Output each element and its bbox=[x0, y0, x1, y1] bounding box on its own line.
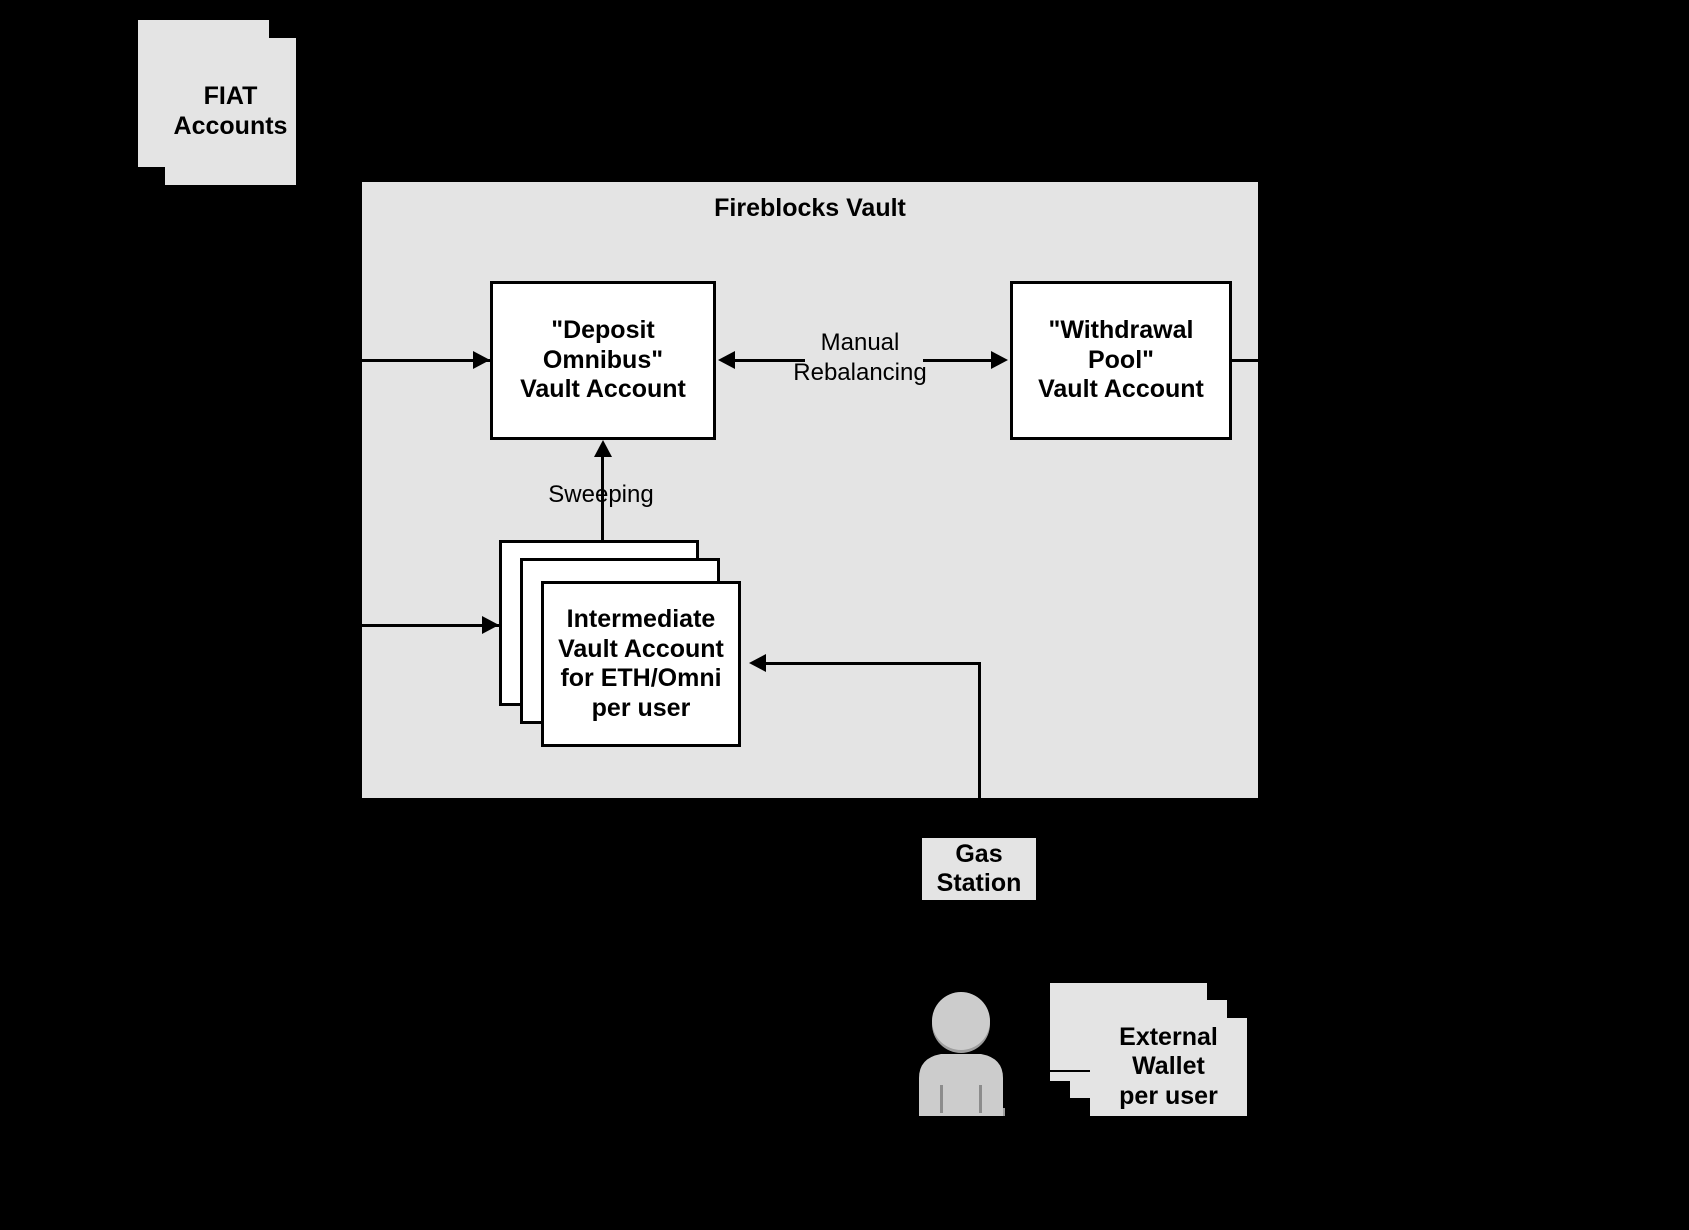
intermediate-vault-label-box[interactable]: Intermediate Vault Account for ETH/Omni … bbox=[541, 581, 741, 747]
external-wallet-label-box[interactable]: External Wallet per user bbox=[1090, 1018, 1247, 1116]
user-actor-icon bbox=[919, 992, 1005, 1116]
withdrawal-pool-label: "Withdrawal Pool" Vault Account bbox=[1038, 316, 1204, 404]
node-withdrawal-pool[interactable]: "Withdrawal Pool" Vault Account bbox=[1010, 281, 1232, 440]
node-deposit-omnibus[interactable]: "Deposit Omnibus" Vault Account bbox=[490, 281, 716, 440]
edge-rebalancing-left-line bbox=[735, 359, 805, 362]
fiat-accounts-label: FIAT Accounts bbox=[173, 82, 288, 140]
edge-sweeping-line bbox=[601, 455, 604, 545]
edge-label-sweeping: Sweeping bbox=[548, 481, 654, 508]
vault-title: Fireblocks Vault bbox=[714, 194, 906, 222]
edge-fiat-to-intermediate-arrowhead bbox=[482, 616, 499, 634]
edge-gas-to-intermediate-arrowhead bbox=[749, 654, 766, 672]
edge-rebalancing-right-line bbox=[923, 359, 993, 362]
edge-gas-to-intermediate-vline bbox=[978, 662, 981, 798]
edge-fiat-to-deposit-arrowhead bbox=[473, 351, 490, 369]
node-gas-station[interactable]: Gas Station bbox=[922, 838, 1036, 900]
external-wallet-label: External Wallet per user bbox=[1119, 1022, 1218, 1110]
gas-station-label: Gas Station bbox=[936, 839, 1022, 898]
fireblocks-vault-container: Fireblocks Vault bbox=[362, 182, 1258, 798]
node-user-actor[interactable] bbox=[913, 990, 1013, 1120]
edge-fiat-to-deposit-line bbox=[362, 359, 490, 362]
edge-rebalancing-left-arrowhead bbox=[718, 351, 735, 369]
edge-rebalancing-right-arrowhead bbox=[991, 351, 1008, 369]
edge-withdrawal-out-line bbox=[1232, 359, 1260, 362]
edge-sweeping-arrowhead bbox=[594, 440, 612, 457]
intermediate-vault-label: Intermediate Vault Account for ETH/Omni … bbox=[558, 605, 724, 722]
edge-fiat-to-intermediate-line bbox=[362, 624, 499, 627]
edge-label-manual-rebalancing: Manual Rebalancing bbox=[793, 329, 927, 386]
fiat-accounts-label-box[interactable]: FIAT Accounts bbox=[165, 38, 296, 185]
edge-gas-to-intermediate-hline bbox=[766, 662, 981, 665]
deposit-omnibus-label: "Deposit Omnibus" Vault Account bbox=[520, 316, 686, 404]
edge-actor-to-wallet-stub bbox=[1050, 1070, 1090, 1072]
